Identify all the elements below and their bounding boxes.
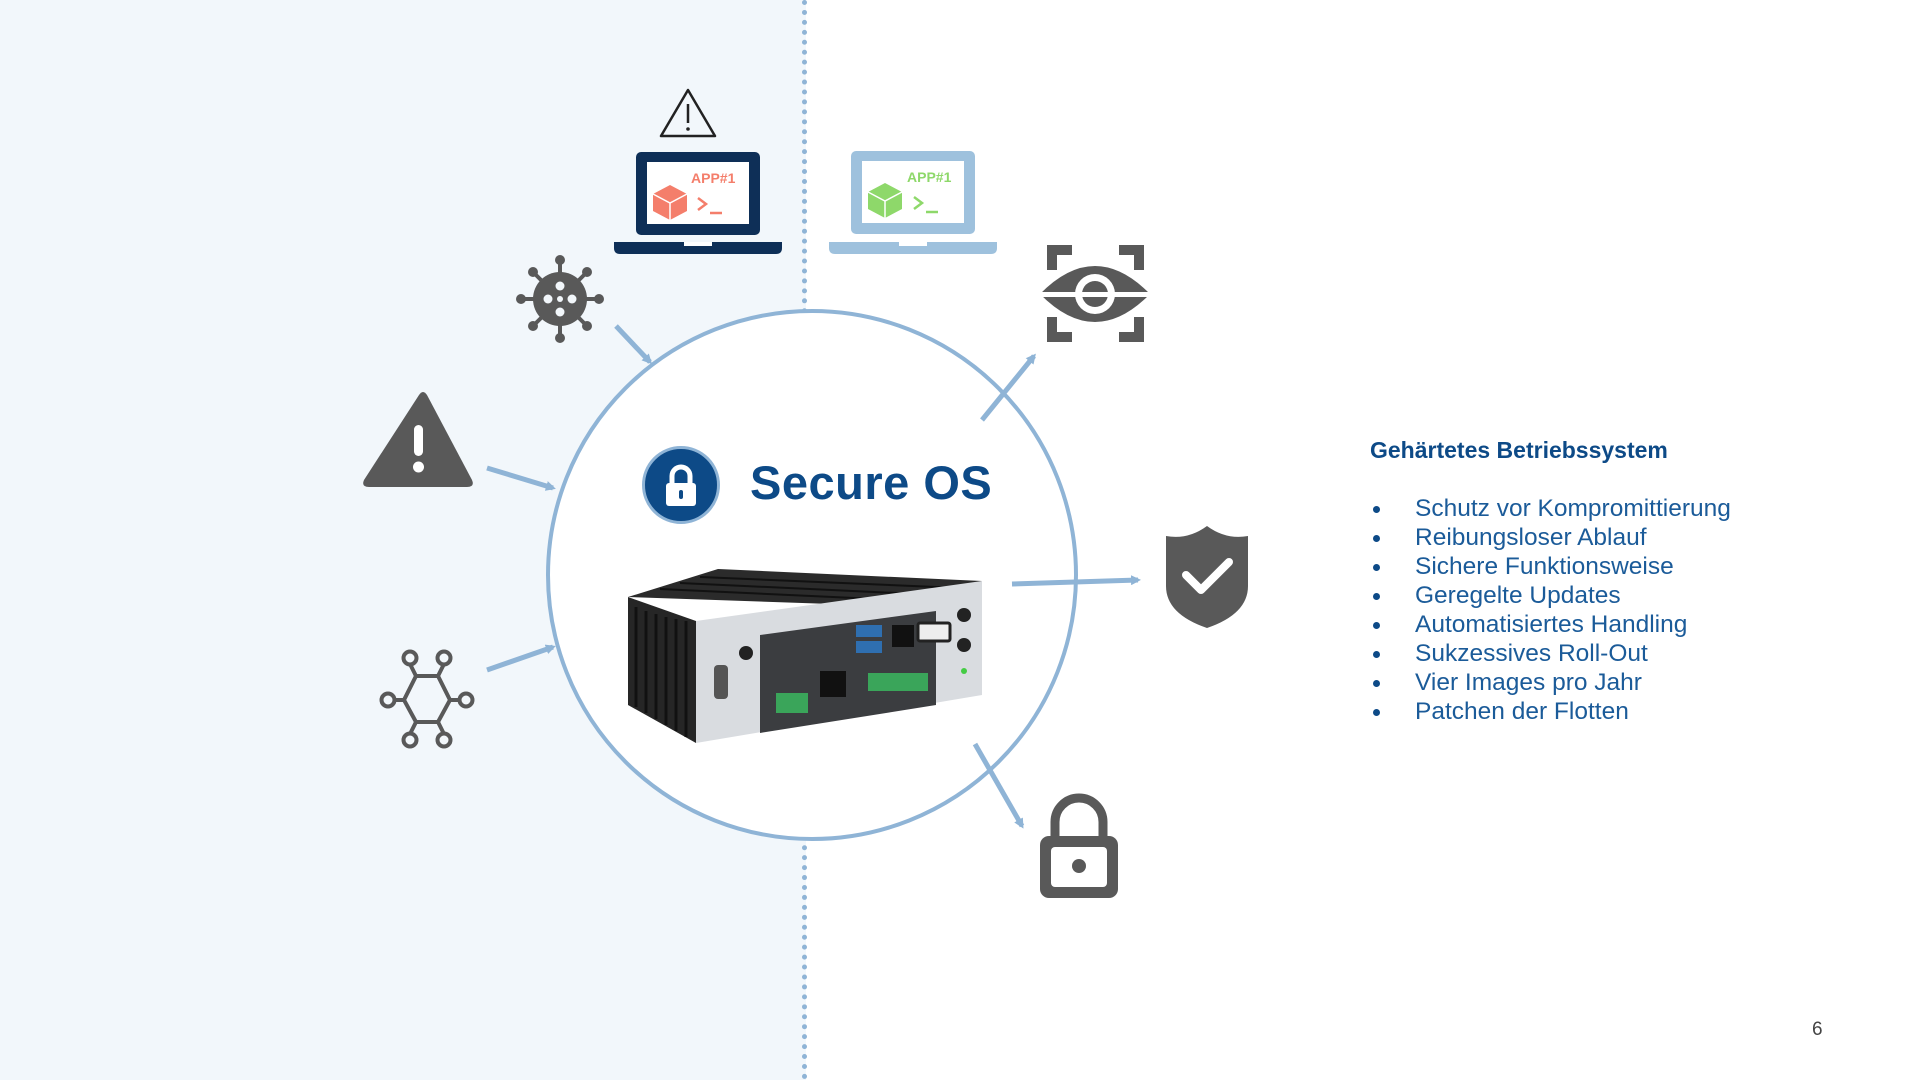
eye-scan-icon	[1047, 245, 1144, 342]
flow-arrows	[486, 324, 1141, 829]
diagram-title: Secure OS	[750, 456, 993, 509]
lock-icon	[642, 446, 720, 524]
eye-shape	[1038, 266, 1152, 322]
list-item: Automatisiertes Handling	[1370, 610, 1850, 639]
arrow-virus-in	[614, 324, 653, 365]
arrow-scan-out	[980, 353, 1036, 422]
arrow-shield-out	[1011, 575, 1141, 587]
list-item: Sichere Funktionsweise	[1370, 552, 1850, 581]
list-item: Sukzessives Roll-Out	[1370, 639, 1850, 668]
app-label-threat: APP#1	[691, 170, 736, 186]
feature-panel: Gehärtetes Betriebssystem Schutz vor Kom…	[1370, 437, 1850, 726]
list-item: Geregelte Updates	[1370, 581, 1850, 610]
arrow-warning-in	[486, 465, 556, 491]
app-label-safe: APP#1	[907, 169, 952, 185]
warning-outline-icon	[659, 88, 717, 138]
padlock-icon	[1040, 793, 1118, 898]
virus-icon	[516, 255, 604, 343]
list-item: Schutz vor Kompromittierung	[1370, 494, 1850, 523]
arrow-network-in	[486, 644, 556, 673]
list-item: Reibungsloser Ablauf	[1370, 523, 1850, 552]
feature-list: Schutz vor Kompromittierung Reibungslose…	[1370, 494, 1850, 726]
page-number: 6	[1812, 1019, 1823, 1040]
laptop-compromised-icon: APP#1	[614, 152, 782, 254]
list-item: Patchen der Flotten	[1370, 697, 1850, 726]
warning-filled-icon	[363, 392, 473, 487]
network-hexagon-icon	[379, 649, 475, 749]
laptop-secure-icon: APP#1	[829, 151, 997, 254]
list-item: Vier Images pro Jahr	[1370, 668, 1850, 697]
feature-title: Gehärtetes Betriebssystem	[1370, 437, 1668, 463]
arrow-lock-out	[972, 742, 1025, 829]
shield-check-icon	[1166, 526, 1248, 628]
edge-device-image	[628, 569, 982, 743]
